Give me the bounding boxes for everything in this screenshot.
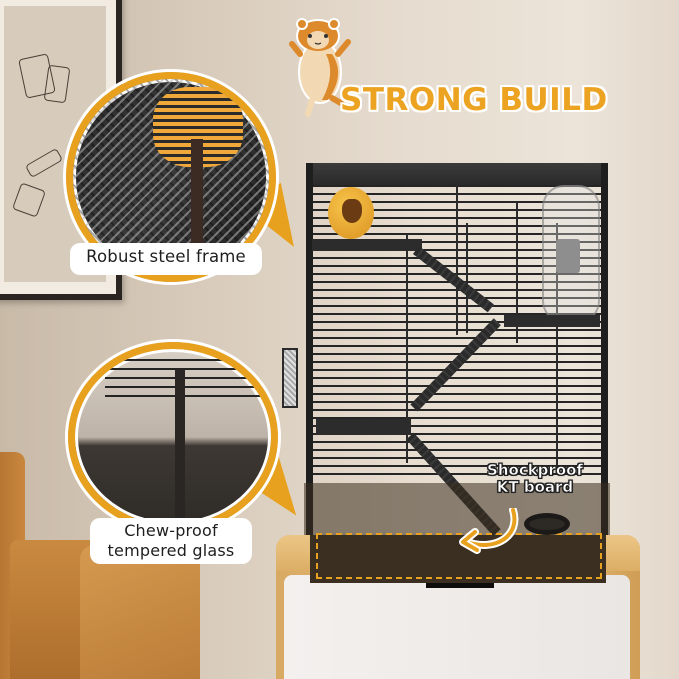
wheel-hub bbox=[556, 239, 580, 273]
hideout-opening bbox=[342, 199, 362, 223]
kt-board-highlight bbox=[316, 533, 602, 579]
curved-arrow-icon bbox=[459, 508, 519, 554]
headline-title: STRONG BUILD bbox=[340, 82, 608, 118]
kt-annotation-line2: KT board bbox=[496, 478, 574, 496]
tempered-glass-label: Chew-proof tempered glass bbox=[90, 518, 252, 564]
exercise-wheel bbox=[542, 185, 600, 323]
cage-roof bbox=[306, 163, 608, 185]
platform-lower bbox=[316, 419, 411, 435]
steel-frame-label: Robust steel frame bbox=[70, 243, 262, 275]
kt-board-annotation: Shockproof KT board bbox=[470, 461, 600, 496]
hideout-house bbox=[328, 187, 374, 239]
hamster-mascot-icon bbox=[289, 18, 351, 117]
glass-corner-post bbox=[175, 369, 185, 525]
tempered-glass-label-line1: Chew-proof bbox=[124, 521, 218, 540]
food-bowl bbox=[524, 513, 570, 535]
tempered-glass-label-line2: tempered glass bbox=[107, 541, 235, 560]
cage-bars-detail bbox=[105, 359, 271, 404]
tempered-glass-zoom-callout bbox=[68, 342, 278, 532]
platform-middle bbox=[504, 315, 600, 327]
sofa-arm bbox=[80, 545, 200, 679]
cage-post-left bbox=[306, 163, 313, 535]
drawer-handle bbox=[426, 578, 494, 588]
kt-board bbox=[310, 535, 606, 583]
steel-frame-label-text: Robust steel frame bbox=[86, 247, 246, 266]
steel-frame-bar bbox=[191, 139, 203, 275]
kt-annotation-line1: Shockproof bbox=[487, 461, 584, 479]
cabinet-drawer bbox=[284, 575, 630, 679]
hamster-cage bbox=[282, 163, 610, 583]
cage-post-right bbox=[601, 163, 608, 535]
platform-top bbox=[312, 239, 422, 251]
water-bottle bbox=[282, 348, 298, 408]
